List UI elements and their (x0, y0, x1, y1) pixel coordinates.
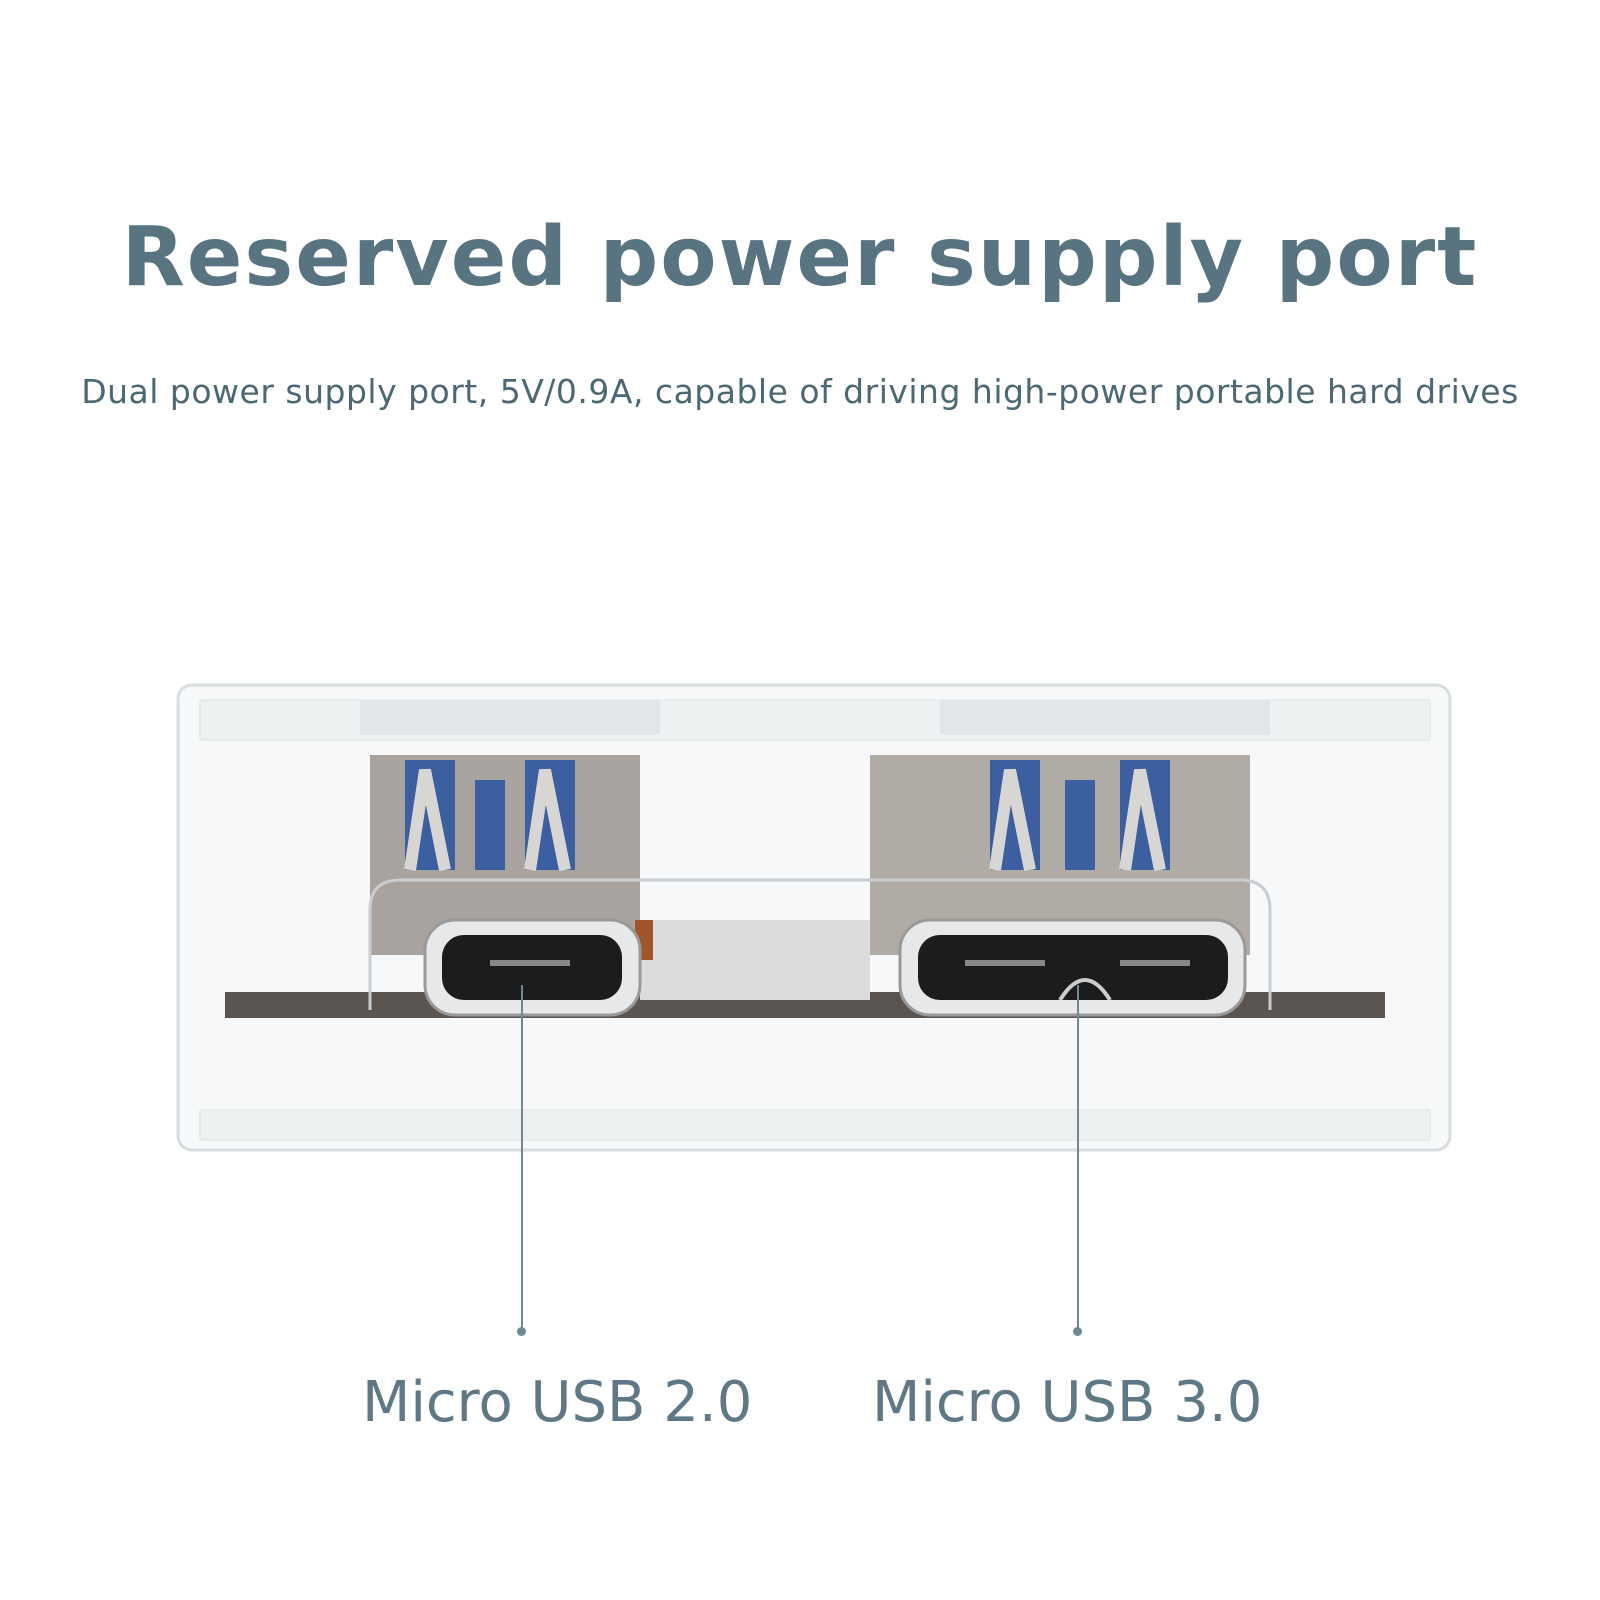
callout-dot-usb2 (517, 1327, 526, 1336)
micro-usb-3-port (898, 918, 1247, 1017)
micro-usb-2-port (423, 918, 642, 1017)
label-micro-usb-3: Micro USB 3.0 (872, 1370, 1263, 1435)
label-micro-usb-2: Micro USB 2.0 (362, 1370, 753, 1435)
callout-leader-line-usb2 (521, 985, 523, 1330)
page-title: Reserved power supply port (121, 210, 1479, 305)
page-subtitle: Dual power supply port, 5V/0.9A, capable… (81, 372, 1519, 411)
usb-hub-product-image (176, 683, 1452, 1152)
callout-leader-line-usb3 (1077, 985, 1079, 1330)
callout-dot-usb3 (1073, 1327, 1082, 1336)
